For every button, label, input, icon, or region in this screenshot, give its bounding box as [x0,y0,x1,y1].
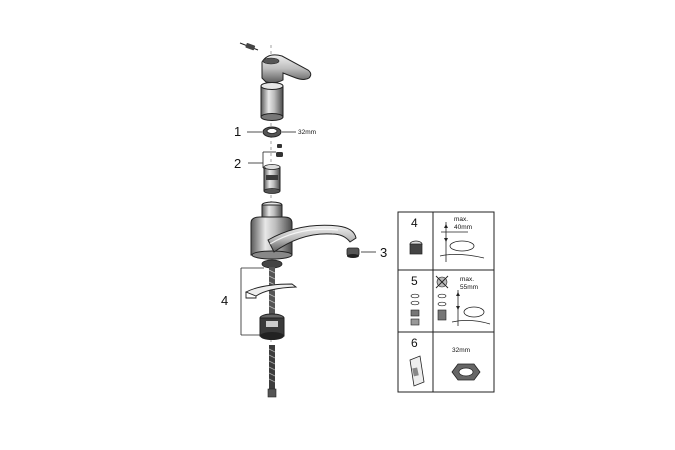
panel-row-5-crossed-out-icon [435,275,449,321]
part-1-nut-ring [262,126,282,138]
panel-row-6-size-label: 32mm [452,347,470,354]
cover-cap [260,82,284,121]
panel-row-4-countertop-sketch [439,222,485,262]
threaded-stud [261,259,283,315]
panel-row-6-cartridge-tool-icon [409,355,425,387]
lever-handle [261,54,312,84]
part-2-cartridge [263,164,281,194]
supply-hoses [267,345,277,398]
lever-screw [239,42,259,51]
panel-row-5-countertop-sketch [451,290,491,326]
faucet-spout [267,224,357,253]
size-32mm-label: 32mm [298,129,316,136]
callout-3-label: 3 [380,245,387,260]
panel-row-5-max-label: max. [460,276,474,283]
callout-4-bracket [240,267,264,336]
panel-row-5-number: 5 [411,274,418,288]
callout-2-label: 2 [234,156,241,171]
callout-4-label: 4 [221,293,228,308]
callout-2-bracket [248,151,276,169]
panel-row-5-dimension-label: 55mm [460,284,478,291]
panel-row-5-parts-stack-icon [410,293,420,326]
part-2-small-screws [276,144,283,157]
panel-row-6-number: 6 [411,336,418,350]
callout-1-label: 1 [234,124,241,139]
panel-row-4-dimension-label: 40mm [454,224,472,231]
mounting-nut [259,313,285,340]
fixing-plate [244,283,298,299]
panel-row-6-nut-icon [451,363,481,381]
panel-row-4-number: 4 [411,216,418,230]
panel-row-4-part-icon [409,240,423,255]
panel-row-4-max-label: max. [454,216,468,223]
faucet-body [250,201,293,260]
part-3-aerator [346,247,360,258]
